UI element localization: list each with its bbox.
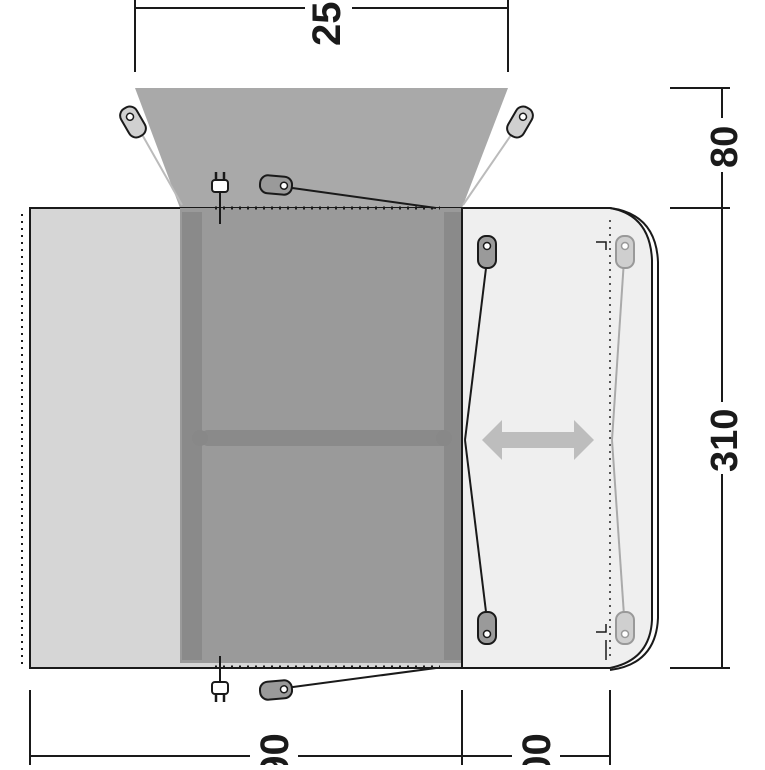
front-canopy-panel xyxy=(135,88,508,208)
inner-tent-left-pole xyxy=(182,212,202,660)
inner-tent-right-pole xyxy=(444,212,462,660)
guyline-middle-lower xyxy=(464,439,488,621)
tent-peg-icon xyxy=(506,105,534,139)
top-dimension xyxy=(134,0,509,72)
guyline-right-upper xyxy=(611,244,626,441)
power-plug-icon xyxy=(211,656,229,702)
double-arrow-icon xyxy=(482,420,594,460)
bottom-right-dimension-label: 100 xyxy=(515,733,559,765)
right-top-dimension-label: 80 xyxy=(704,126,746,168)
guyline-right-lower xyxy=(611,439,626,631)
bottom-left-dimension-label: 290 xyxy=(253,733,297,765)
guyline-middle-upper xyxy=(464,259,488,441)
guyline-top-center xyxy=(277,185,437,209)
right-dimension xyxy=(670,87,730,669)
bottom-dimension xyxy=(29,690,611,765)
vehicle-corner-top xyxy=(596,241,607,250)
inner-tent-divider xyxy=(200,430,450,446)
tent-peg-icon xyxy=(477,235,497,269)
top-dimension-label: 250 xyxy=(305,0,349,46)
tent-peg-icon xyxy=(258,174,294,196)
divider-end-right xyxy=(436,430,452,446)
tent-peg-icon xyxy=(477,611,497,645)
tent-peg-icon xyxy=(119,105,147,139)
right-height-dimension-label: 310 xyxy=(704,409,746,472)
tent-peg-icon xyxy=(258,679,294,701)
vehicle-corner-bottom xyxy=(596,624,607,633)
tent-peg-icon xyxy=(615,235,635,269)
vehicle-outer-edge xyxy=(609,207,659,671)
guyline-bottom-center xyxy=(277,667,437,690)
divider-end-left xyxy=(192,430,208,446)
power-plug-icon xyxy=(211,172,229,224)
tent-peg-icon xyxy=(615,611,635,645)
